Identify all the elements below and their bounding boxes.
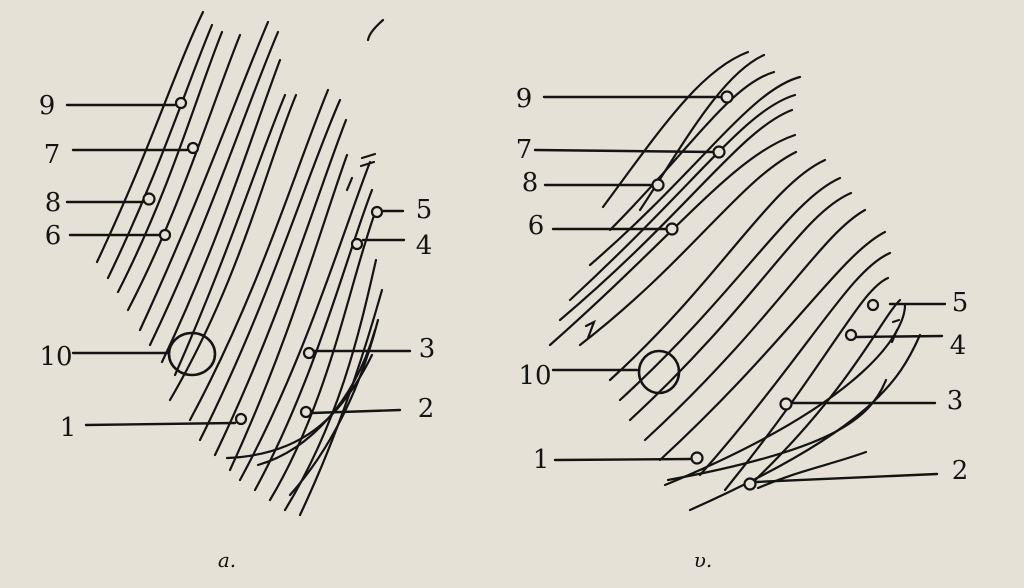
label-b-8: 8	[521, 168, 539, 198]
label-b-6: 6	[527, 211, 545, 241]
label-b-10: 10	[518, 361, 552, 391]
label-a-3: 3	[418, 334, 436, 364]
label-a-1: 1	[59, 413, 77, 443]
label-b-9: 9	[515, 84, 533, 114]
label-a-5: 5	[415, 195, 433, 225]
label-b-2: 2	[951, 456, 969, 486]
label-a-6: 6	[44, 221, 62, 251]
label-b-4: 4	[949, 331, 967, 361]
label-a-7: 7	[43, 140, 61, 170]
label-a-10: 10	[39, 342, 73, 372]
label-a-2: 2	[417, 394, 435, 424]
caption-b: υ.	[693, 548, 713, 572]
label-b-5: 5	[951, 288, 969, 318]
label-b-7: 7	[515, 135, 533, 165]
label-b-1: 1	[532, 445, 550, 475]
label-a-8: 8	[44, 188, 62, 218]
panel-a-ridges	[95, 10, 385, 517]
caption-a: a.	[217, 548, 237, 572]
panel-b-markers	[533, 90, 947, 491]
label-a-9: 9	[38, 91, 56, 121]
panel-a-markers	[65, 96, 412, 427]
panel-b-ridges	[548, 50, 922, 512]
label-a-4: 4	[415, 231, 433, 261]
label-b-3: 3	[946, 386, 964, 416]
